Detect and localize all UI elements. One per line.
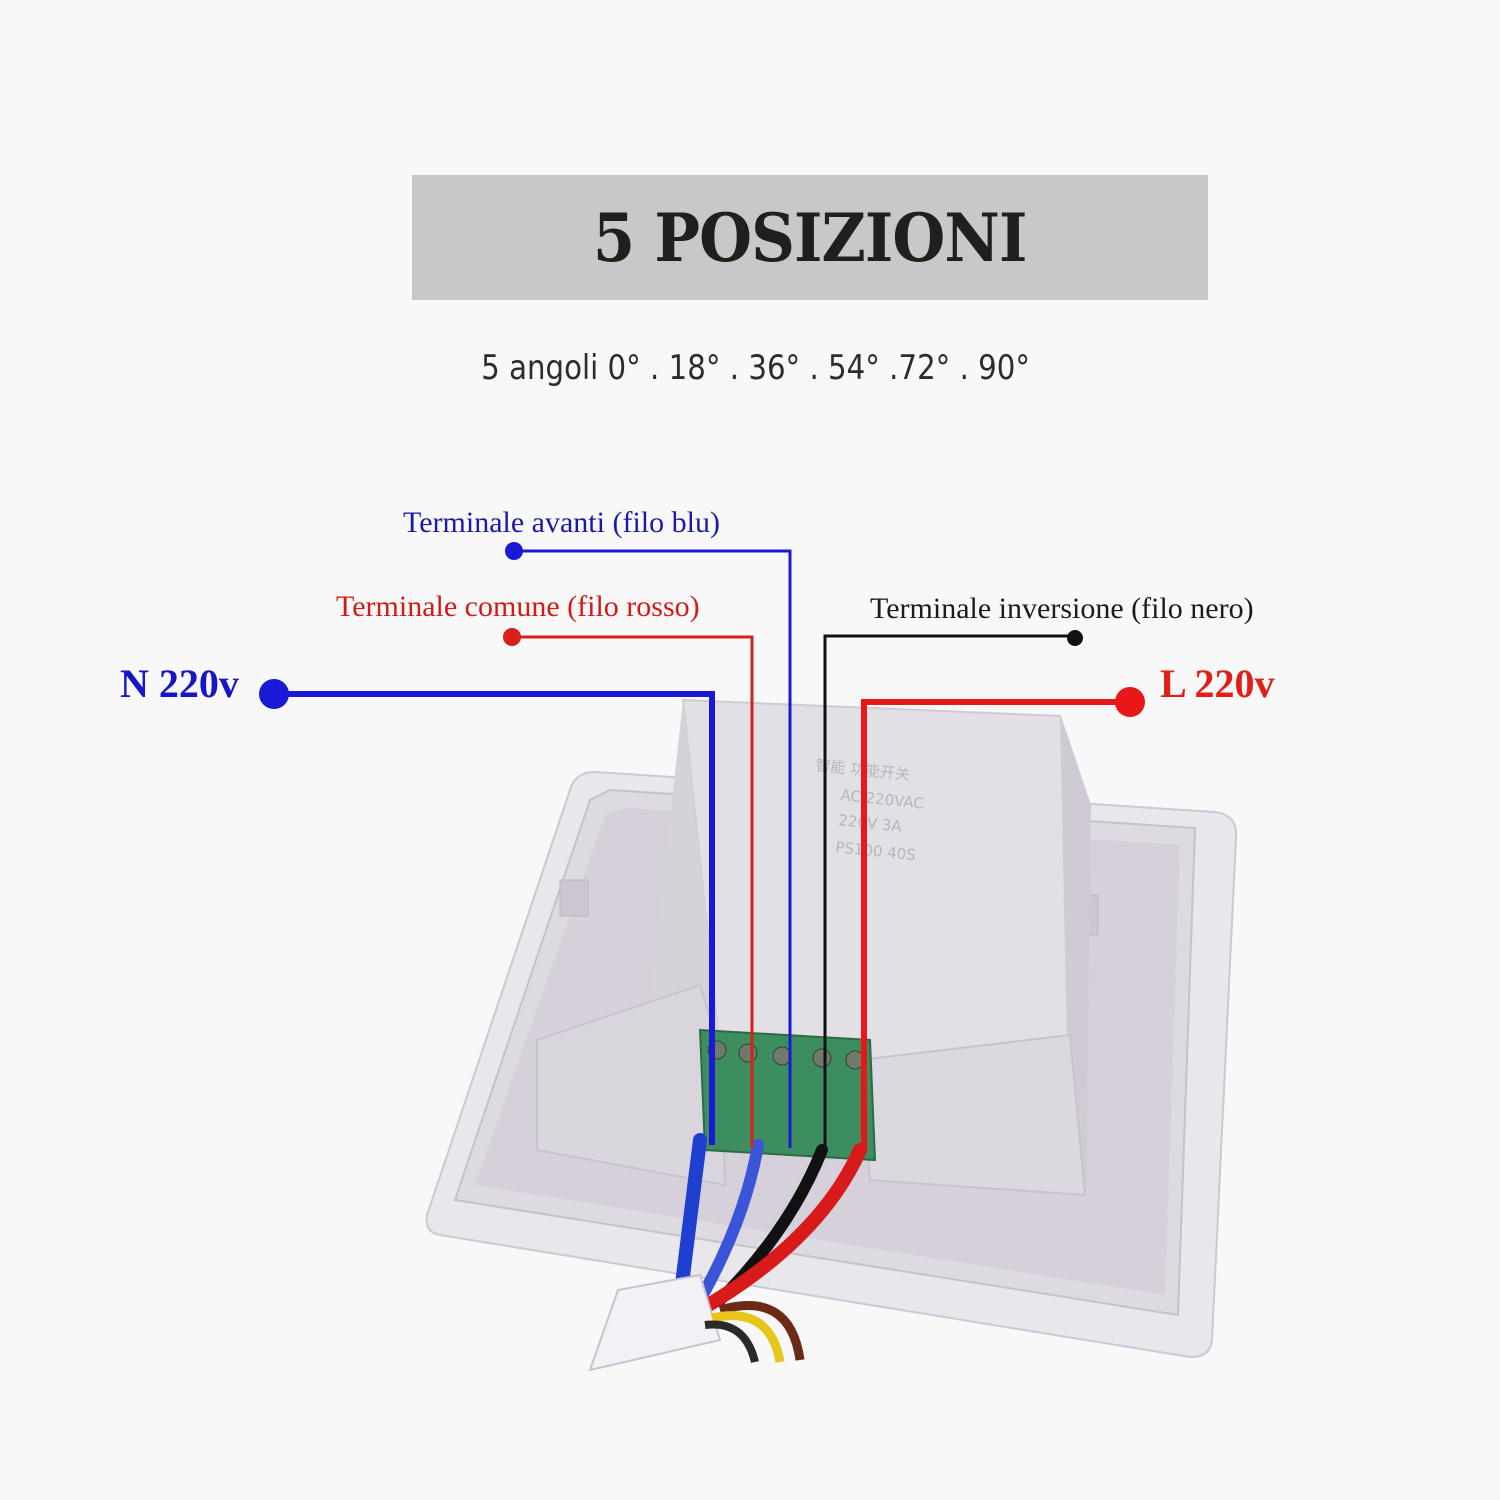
subtitle: 5 angoli 0° . 18° . 36° . 54° .72° . 90°: [481, 348, 1031, 388]
common-wire: [512, 635, 754, 1148]
label-terminal-reverse: Terminale inversione (filo nero): [870, 592, 1254, 625]
forward-wire: [514, 549, 792, 1148]
label-line: L 220v: [1160, 661, 1275, 706]
label-terminal-common: Terminale comune (filo rosso): [336, 590, 700, 623]
line-wire: [861, 699, 1130, 1150]
label-neutral: N 220v: [120, 661, 239, 706]
wiring-lines: [259, 542, 1145, 1150]
neutral-dot: [259, 679, 289, 709]
terminal-block: [698, 1028, 877, 1162]
forward-dot: [505, 542, 523, 560]
title-banner: 5 POSIZIONI: [412, 175, 1208, 300]
reverse-wire: [823, 634, 1075, 1150]
title: 5 POSIZIONI: [593, 198, 1028, 277]
label-terminal-forward: Terminale avanti (filo blu): [403, 506, 720, 539]
line-dot: [1115, 687, 1145, 717]
reverse-dot: [1067, 630, 1083, 646]
common-dot: [503, 628, 521, 646]
neutral-wire: [274, 691, 715, 1145]
cable-bundle: [588, 1133, 867, 1372]
